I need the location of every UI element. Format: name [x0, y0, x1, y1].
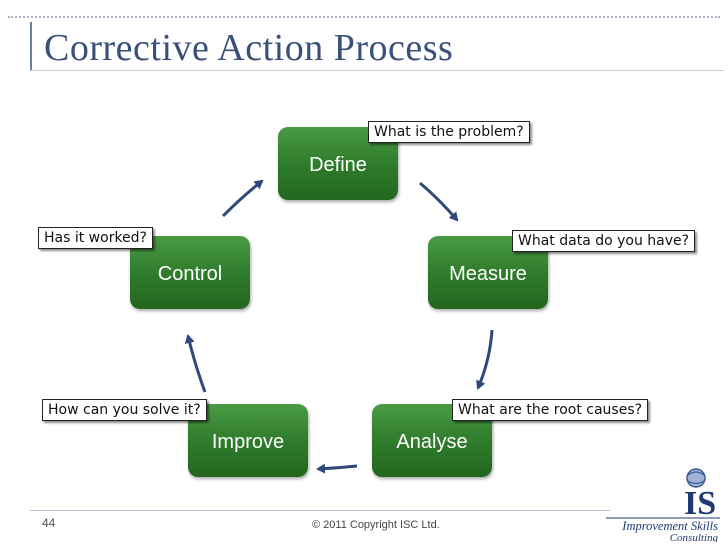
step-measure-label: Measure	[449, 263, 527, 285]
step-analyse-label: Analyse	[396, 431, 468, 453]
title-divider	[30, 70, 724, 71]
step-define-label: Define	[309, 154, 367, 176]
arrow-measure-to-analyse	[476, 329, 494, 390]
logo-line2: Consulting	[670, 532, 719, 542]
arrow-analyse-to-improve	[316, 463, 358, 474]
company-logo: IS Improvement Skills Consulting	[606, 468, 720, 542]
question-analyse: What are the root causes?	[452, 399, 649, 421]
step-improve-label: Improve	[211, 431, 285, 453]
logo-line1: Improvement Skills	[621, 519, 718, 533]
step-control-label: Control	[157, 263, 223, 285]
step-improve: Improve	[188, 404, 308, 477]
copyright-text: © 2011 Copyright ISC Ltd.	[312, 519, 440, 531]
step-measure: Measure	[428, 236, 548, 309]
top-dotted-border	[8, 16, 720, 18]
question-improve: How can you solve it?	[42, 399, 207, 421]
footer-divider	[30, 510, 610, 511]
arrow-define-to-measure	[419, 181, 459, 222]
title-accent-bar	[30, 22, 32, 70]
slide-title: Corrective Action Process	[44, 27, 454, 69]
arrow-control-to-define	[221, 179, 264, 218]
logo-mark: IS	[684, 485, 716, 522]
question-define: What is the problem?	[368, 121, 530, 143]
arrow-improve-to-control	[184, 334, 207, 393]
page-number: 44	[42, 516, 56, 530]
question-control: Has it worked?	[38, 227, 153, 249]
question-measure: What data do you have?	[512, 230, 696, 252]
